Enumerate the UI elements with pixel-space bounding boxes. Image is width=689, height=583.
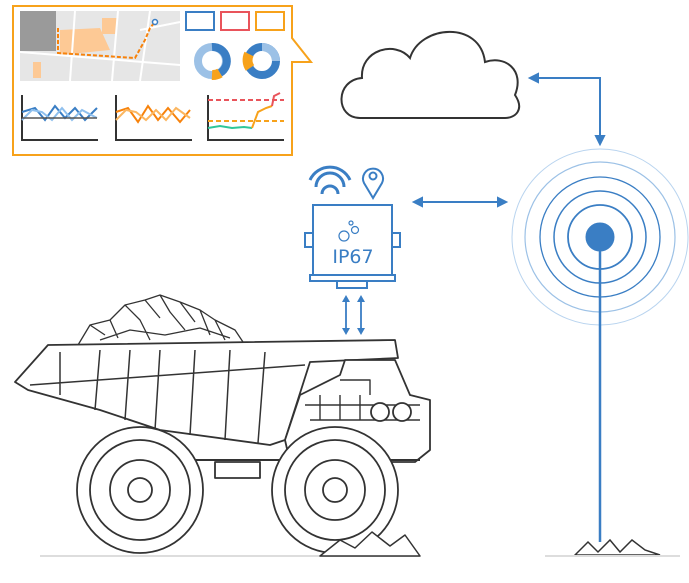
line-charts <box>21 92 284 141</box>
rear-wheel <box>76 426 204 554</box>
ore-pile <box>77 294 246 346</box>
ground-rocks <box>319 531 421 557</box>
iot-sensor-device <box>304 165 401 335</box>
device-tower-connection-arrow <box>411 196 509 208</box>
radio-tower-icon <box>511 148 689 557</box>
wifi-icon <box>308 165 352 195</box>
donut-charts <box>194 43 280 80</box>
location-pin-icon <box>362 167 384 200</box>
kpi-boxes <box>185 11 285 31</box>
device-ip-rating-label: IP67 <box>332 246 374 268</box>
dashboard-panel <box>12 5 314 156</box>
bubbles-icon <box>338 220 360 242</box>
cloud-tower-connection-arrow <box>527 72 606 147</box>
map-thumbnail <box>19 10 181 82</box>
front-wheel <box>271 426 399 554</box>
cloud-icon <box>340 30 521 119</box>
mining-dump-truck <box>14 294 431 557</box>
